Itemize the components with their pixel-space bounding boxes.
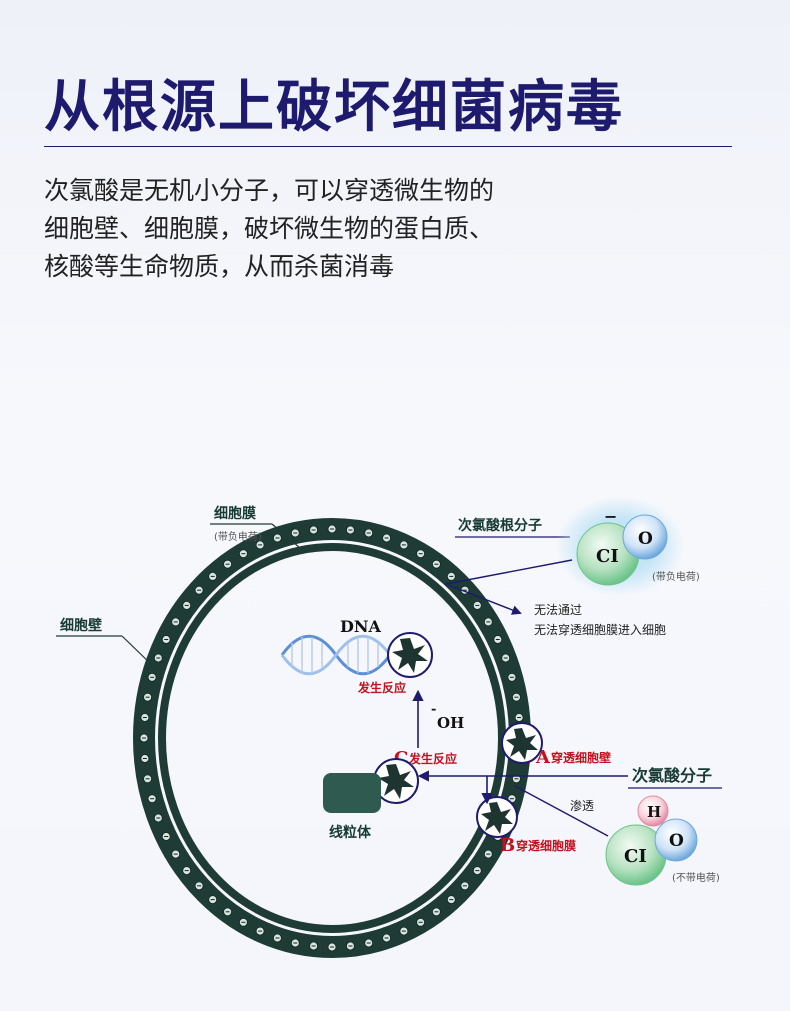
blocked-arrow	[445, 583, 522, 615]
dna-helix	[280, 634, 392, 676]
hypochlorite-label: 次氯酸根分子	[458, 517, 542, 534]
intro-paragraph: 次氯酸是无机小分子，可以穿透微生物的 细胞壁、细胞膜，破坏微生物的蛋白质、 核酸…	[44, 172, 744, 286]
hydroxide-label: OH	[437, 714, 464, 732]
title-divider	[44, 146, 732, 147]
hocl-diagonal-line	[514, 785, 609, 837]
hocl-cl-symbol: CI	[624, 846, 647, 867]
hocl-o-atom	[654, 818, 698, 862]
step-b-label: 穿透细胞膜	[516, 838, 576, 853]
intro-line: 细胞壁、细胞膜，破坏微生物的蛋白质、	[44, 214, 495, 243]
blocked-note-line1: 无法通过	[534, 603, 582, 617]
hydroxide-charge: -	[431, 702, 436, 717]
cell-membrane-ring	[158, 543, 506, 933]
step-a-letter: A	[535, 747, 551, 768]
dna-label: DNA	[340, 617, 382, 636]
cell-membrane-leader	[271, 523, 301, 549]
hocl-h-symbol: H	[647, 803, 661, 821]
cell-membrane-label: 细胞膜	[214, 505, 256, 522]
hocl-h-atom	[637, 795, 669, 827]
step-a-burst	[501, 722, 543, 764]
cell-membrane-note: (带负电荷)	[214, 530, 262, 543]
dna-reaction-burst	[387, 632, 433, 678]
intro-line: 次氯酸是无机小分子，可以穿透微生物的	[44, 176, 495, 205]
hypochlorite-ion	[556, 496, 684, 596]
step-a-label: 穿透细胞壁	[551, 750, 611, 765]
hypochlorite-o-symbol: O	[638, 529, 653, 549]
hocl-molecule	[605, 795, 698, 886]
cell-wall-label: 细胞壁	[60, 617, 102, 634]
hocl-note: (不带电荷)	[672, 871, 720, 884]
cell	[133, 518, 531, 958]
hocl-o-symbol: O	[669, 831, 684, 851]
cell-wall-leader	[121, 635, 156, 669]
dna-reaction-label: 发生反应	[357, 680, 406, 695]
membrane-charge-dots	[139, 524, 525, 952]
reaction-c-label: 发生反应	[408, 751, 457, 766]
hypochlorite-cl-symbol: CI	[596, 546, 619, 567]
blocked-note-line2: 无法穿透细胞膜进入细胞	[534, 622, 666, 637]
hypochlorite-charge: −	[604, 507, 617, 526]
hocl-label: 次氯酸分子	[632, 766, 712, 785]
hypochlorous-acid-diagram: 细胞膜 (带负电荷) 细胞壁 DNA 发生反应 - OH C 发生反应 线粒体	[56, 496, 722, 958]
step-b-burst	[476, 796, 518, 838]
mitochondria-label: 线粒体	[329, 824, 372, 841]
page-title: 从根源上破坏细菌病毒	[44, 75, 624, 140]
intro-line: 核酸等生命物质，从而杀菌消毒	[44, 252, 395, 281]
hypochlorite-o-atom	[622, 514, 668, 560]
hocl-penetrate-label: 渗透	[570, 798, 594, 813]
step-b-letter: B	[500, 835, 515, 856]
hypochlorite-to-cell-line	[445, 559, 573, 585]
hypochlorite-note: (带负电荷)	[652, 570, 700, 583]
mitochondria	[323, 773, 381, 813]
